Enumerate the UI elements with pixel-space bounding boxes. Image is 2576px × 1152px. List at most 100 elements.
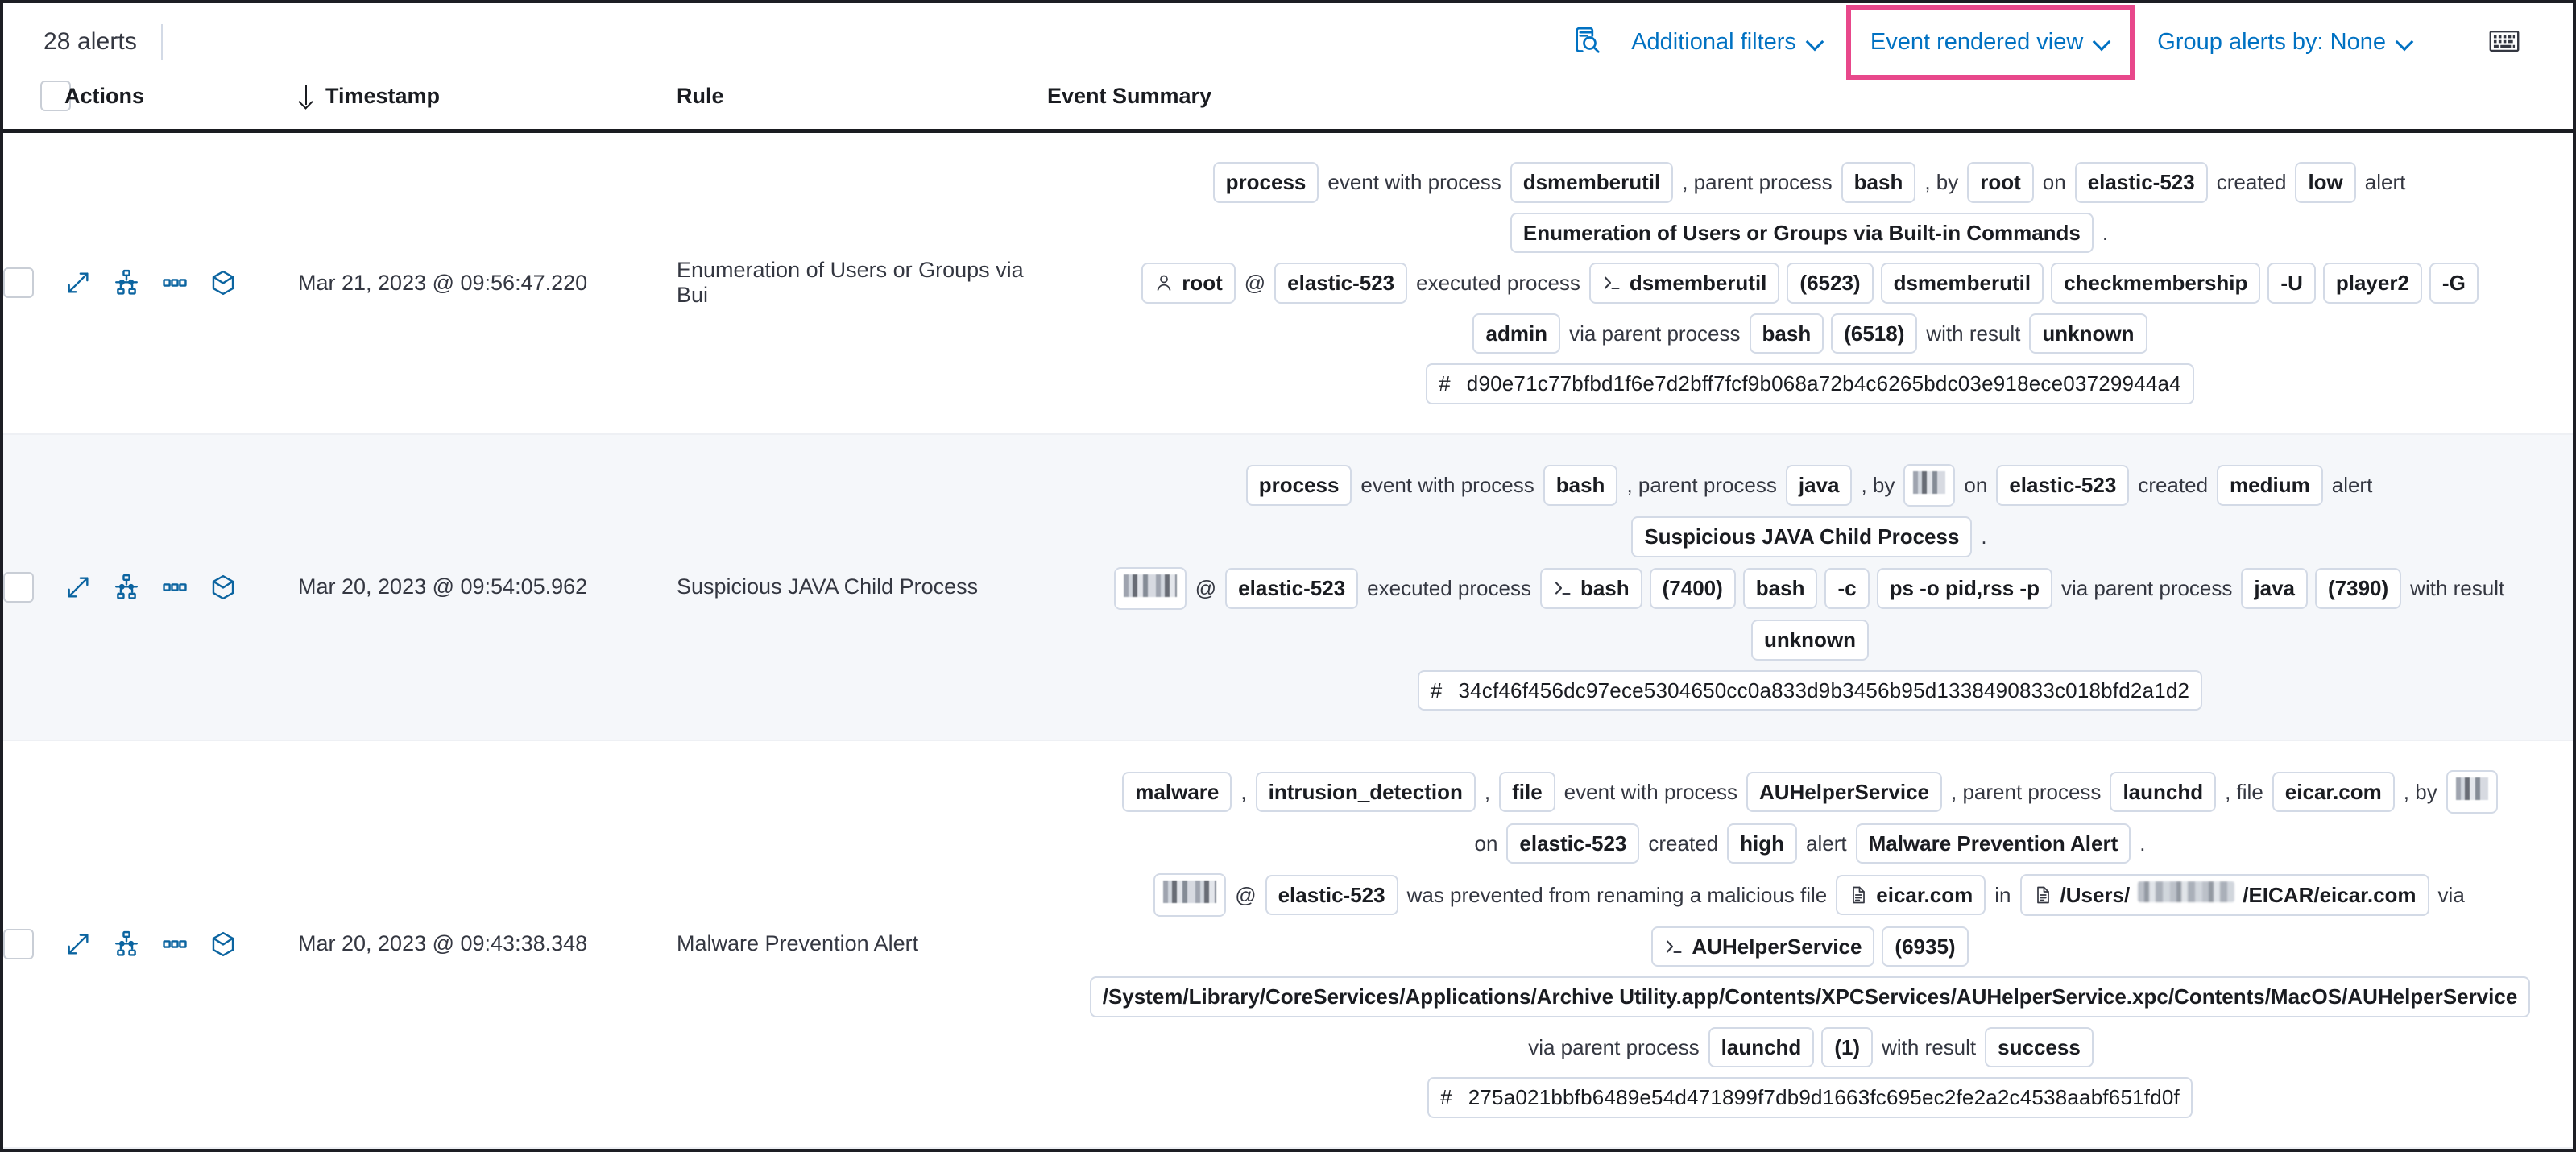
row-select-checkbox[interactable] xyxy=(3,571,34,603)
summary-pill[interactable]: Enumeration of Users or Groups via Built… xyxy=(1510,212,2094,253)
redacted-value[interactable] xyxy=(1903,463,1956,507)
toolbar-controls: Additional filters Event rendered view G… xyxy=(1559,4,2533,80)
inspect-search-icon-button[interactable] xyxy=(1559,19,1617,66)
header-rule[interactable]: Rule xyxy=(677,81,1047,133)
header-event-summary[interactable]: Event Summary xyxy=(1047,81,2573,133)
summary-pill[interactable]: eicar.com xyxy=(2272,771,2395,812)
summary-pill[interactable]: intrusion_detection xyxy=(1255,771,1476,812)
analyzer-icon[interactable] xyxy=(113,269,140,296)
summary-pill[interactable]: root xyxy=(1967,162,2034,203)
summary-pill[interactable]: dsmemberutil xyxy=(1880,263,2044,304)
summary-text: , by xyxy=(1861,473,1895,497)
summary-pill[interactable]: java xyxy=(1785,465,1853,506)
redacted-value[interactable] xyxy=(2446,770,2498,814)
summary-pill[interactable]: player2 xyxy=(2322,263,2422,304)
summary-pill[interactable]: file xyxy=(1499,771,1555,812)
session-view-icon[interactable] xyxy=(209,269,237,296)
summary-pill[interactable]: AUHelperService xyxy=(1746,771,1942,812)
summary-pill[interactable]: bash xyxy=(1742,568,1818,609)
summary-pill[interactable]: Suspicious JAVA Child Process xyxy=(1631,516,1973,557)
hash-pill[interactable]: #275a021bbfb6489e54d471899f7db9d1663fc69… xyxy=(1427,1077,2193,1118)
hash-pill[interactable]: #34cf46f456dc97ece5304650cc0a833d9b3456b… xyxy=(1417,669,2203,711)
summary-pill[interactable]: bash xyxy=(1539,568,1642,609)
additional-filters-button[interactable]: Additional filters xyxy=(1617,21,1838,64)
summary-pill[interactable]: malware xyxy=(1122,771,1232,812)
header-select-all xyxy=(3,81,71,133)
summary-pill[interactable]: dsmemberutil xyxy=(1588,263,1780,304)
summary-pill[interactable]: low xyxy=(2295,162,2356,203)
hash-pill[interactable]: #d90e71c77bfbd1f6e7d2bff7fcf9b068a72b4c6… xyxy=(1426,363,2194,404)
summary-pill[interactable]: unknown xyxy=(1750,620,1870,661)
pill-label: dsmemberutil xyxy=(1893,271,2031,295)
expand-icon[interactable] xyxy=(64,269,92,296)
summary-pill[interactable]: high xyxy=(1727,823,1797,864)
summary-pill[interactable]: (7390) xyxy=(2315,568,2402,609)
group-alerts-by-button[interactable]: Group alerts by: None xyxy=(2143,21,2428,64)
summary-pill[interactable]: (7400) xyxy=(1649,568,1736,609)
summary-pill[interactable]: elastic-523 xyxy=(2074,162,2208,203)
summary-pill[interactable]: elastic-523 xyxy=(1506,823,1640,864)
summary-pill[interactable]: (6523) xyxy=(1787,263,1874,304)
more-actions-icon[interactable] xyxy=(161,574,188,601)
header-timestamp[interactable]: Timestamp xyxy=(298,81,677,133)
row-select-checkbox[interactable] xyxy=(3,267,34,299)
summary-pill[interactable]: unknown xyxy=(2029,313,2147,354)
summary-text: was prevented from renaming a malicious … xyxy=(1406,882,1828,907)
pill-label: (7400) xyxy=(1662,576,1723,600)
summary-text: created xyxy=(1648,831,1719,856)
summary-pill[interactable]: Malware Prevention Alert xyxy=(1855,823,2131,864)
summary-text: , by xyxy=(2403,779,2437,804)
summary-pill[interactable]: root xyxy=(1141,263,1236,304)
summary-pill[interactable]: eicar.com xyxy=(1836,874,1986,915)
keyboard-shortcuts-button[interactable] xyxy=(2476,23,2533,62)
summary-pill[interactable]: (6518) xyxy=(1831,313,1918,354)
summary-pill[interactable]: process xyxy=(1245,465,1352,506)
row-select-checkbox[interactable] xyxy=(3,928,34,959)
summary-pill[interactable]: ps -o pid,rss -p xyxy=(1876,568,2052,609)
file-path-pill[interactable]: /Users//EICAR/eicar.com xyxy=(2019,874,2429,916)
redacted-value[interactable] xyxy=(1113,566,1187,610)
summary-pill[interactable]: bash xyxy=(1543,465,1618,506)
redacted-value[interactable] xyxy=(2138,881,2235,909)
summary-pill[interactable]: bash xyxy=(1749,313,1824,354)
summary-pill[interactable]: (6935) xyxy=(1882,926,1969,967)
summary-pill[interactable]: -U xyxy=(2267,263,2316,304)
redaction-blur xyxy=(2138,881,2235,902)
summary-pill[interactable]: java xyxy=(2241,568,2309,609)
process-path-pill[interactable]: /System/Library/CoreServices/Application… xyxy=(1089,976,2531,1017)
summary-pill[interactable]: elastic-523 xyxy=(1265,874,1398,915)
pill-label: intrusion_detection xyxy=(1268,779,1463,804)
analyzer-icon[interactable] xyxy=(113,574,140,601)
summary-pill[interactable]: bash xyxy=(1841,162,1916,203)
session-view-icon[interactable] xyxy=(209,574,237,601)
summary-pill[interactable]: AUHelperService xyxy=(1651,926,1875,967)
summary-pill[interactable]: process xyxy=(1212,162,1319,203)
summary-pill[interactable]: -c xyxy=(1824,568,1870,609)
summary-pill[interactable]: (1) xyxy=(1821,1026,1874,1067)
event-rendered-view-button[interactable]: Event rendered view xyxy=(1856,21,2125,64)
hash-value: 275a021bbfb6489e54d471899f7db9d1663fc695… xyxy=(1468,1085,2180,1109)
summary-pill[interactable]: medium xyxy=(2217,465,2323,506)
summary-pill[interactable]: success xyxy=(1985,1026,2094,1067)
summary-pill[interactable]: admin xyxy=(1472,313,1561,354)
summary-pill[interactable]: checkmembership xyxy=(2051,263,2261,304)
redaction-blur xyxy=(2455,777,2488,800)
summary-pill[interactable]: elastic-523 xyxy=(1274,263,1408,304)
summary-pill[interactable]: elastic-523 xyxy=(1225,568,1359,609)
redacted-value[interactable] xyxy=(1153,873,1227,917)
more-actions-icon[interactable] xyxy=(161,269,188,296)
summary-pill[interactable]: -G xyxy=(2429,263,2479,304)
summary-pill[interactable]: launchd xyxy=(2110,771,2217,812)
console-icon xyxy=(1664,937,1684,956)
summary-pill[interactable]: elastic-523 xyxy=(1996,465,2130,506)
summary-line: AUHelperService(6935) xyxy=(1651,926,1969,967)
expand-icon[interactable] xyxy=(64,574,92,601)
summary-pill[interactable]: launchd xyxy=(1708,1026,1815,1067)
summary-pill[interactable]: dsmemberutil xyxy=(1510,162,1674,203)
